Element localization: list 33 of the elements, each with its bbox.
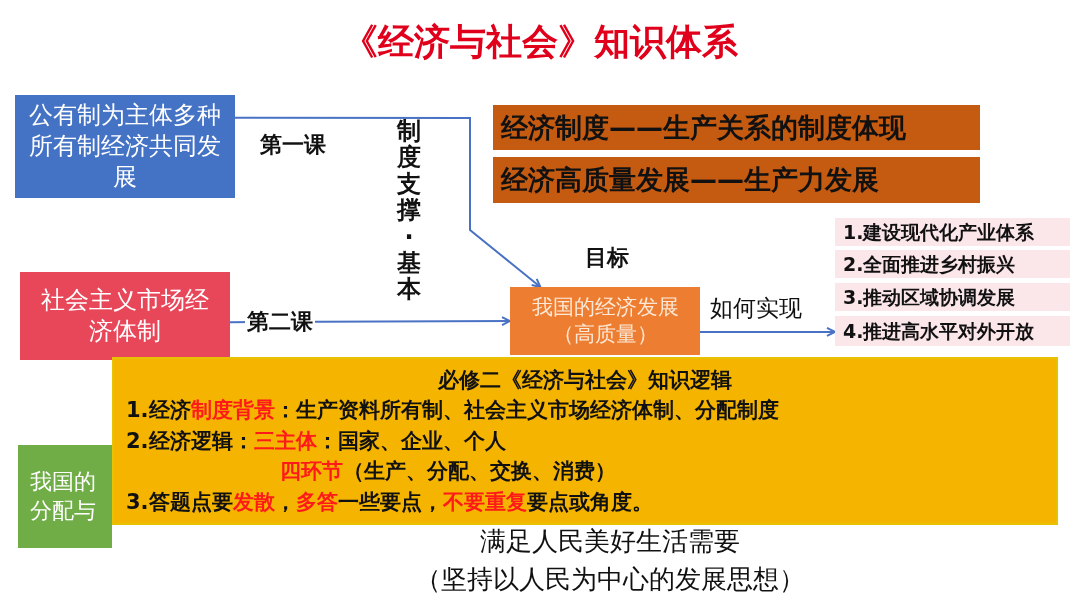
- node-text: 4.推进高水平对外开放: [843, 318, 1035, 344]
- node-text: 经济制度——生产关系的制度体现: [501, 110, 906, 145]
- target-label: 目标: [585, 244, 629, 272]
- list-item-box: [835, 218, 1070, 246]
- vertical-text: 制度支撑·基本: [396, 118, 422, 303]
- node-text: 经济高质量发展——生产力发展: [501, 163, 879, 198]
- process-box: [20, 272, 230, 360]
- note-text: 1.经济制度背景：生产资料所有制、社会主义市场经济体制、分配制度: [126, 397, 779, 425]
- panel-heading: 必修二《经济与社会》知识逻辑: [438, 366, 732, 394]
- list-item-box: [835, 283, 1070, 311]
- node-text: 公有制为主体多种所有制经济共同发展: [28, 99, 222, 194]
- list-item-box: [835, 250, 1070, 278]
- list-item-box: [835, 316, 1070, 346]
- node-text: 社会主义市场经济体制: [40, 284, 210, 347]
- node-text: 2.全面推进乡村振兴: [843, 251, 1016, 277]
- goal-box: [510, 287, 700, 355]
- node-text: 3.推动区域协调发展: [843, 284, 1016, 310]
- note-text: 满足人民美好生活需要: [479, 525, 741, 558]
- note-text: 2.经济逻辑：三主体：国家、企业、个人: [126, 427, 506, 455]
- title: 《经济与社会》知识体系: [341, 20, 739, 64]
- banner-bar: [493, 105, 980, 150]
- note-text: （坚持以人民为中心的发展思想）: [414, 563, 806, 596]
- node-text: 1.建设现代化产业体系: [843, 219, 1035, 245]
- process-box: [18, 445, 112, 548]
- node-text: 我国的分配与: [30, 467, 97, 525]
- process-box: [15, 95, 235, 198]
- arrow: [699, 326, 836, 337]
- note-text: 3.答题点要发散，多答一些要点，不要重复要点或角度。: [126, 488, 653, 516]
- note-panel: [112, 357, 1058, 525]
- node-text: 我国的经济发展（高质量）: [530, 293, 680, 348]
- banner-bar: [493, 157, 980, 203]
- arrow: [234, 116, 542, 288]
- note-text: 四环节（生产、分配、交换、消费）: [280, 458, 616, 486]
